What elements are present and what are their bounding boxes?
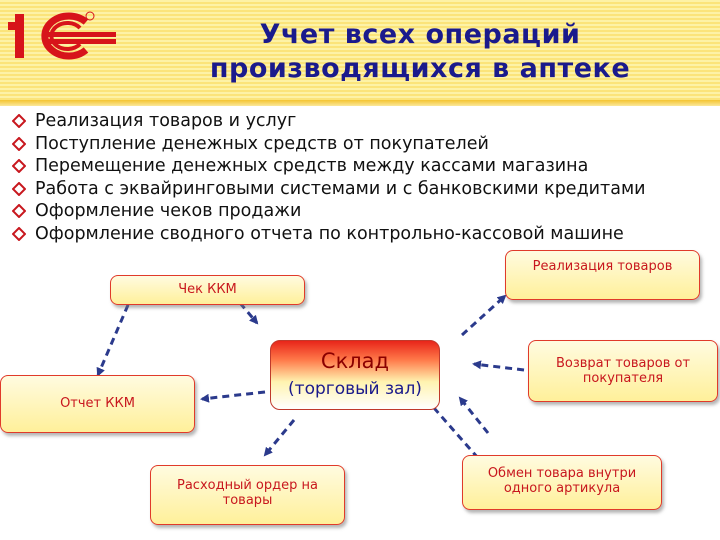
header-banner [0,0,720,100]
node-exchange-label-1: Обмен товара внутри [487,466,637,481]
list-item: Реализация товаров и услуг [12,110,646,133]
node-warehouse-subtitle: (торговый зал) [288,379,422,399]
arrow-center-to-sales [460,294,507,337]
list-item: Поступление денежных средств от покупате… [12,133,646,156]
arrow-center-to-report [200,390,266,403]
diamond-bullet-icon [12,114,26,129]
node-expense-label-2: товары [222,493,273,508]
arrow-exchange-to-return [458,396,490,434]
list-item-text: Перемещение денежных средств между касса… [35,156,589,177]
arrow-receipt-to-report [96,296,135,377]
list-item-text: Реализация товаров и услуг [35,111,297,132]
node-report-label: Отчет ККМ [60,396,135,411]
diamond-bullet-icon [12,181,26,196]
diamond-bullet-icon [12,159,26,174]
node-warehouse: Склад (торговый зал) [270,340,440,410]
node-warehouse-title: Склад [320,349,390,373]
list-item: Перемещение денежных средств между касса… [12,155,646,178]
node-exchange-label-2: одного артикула [503,481,621,496]
arrow-exchange-to-center [425,398,487,467]
node-sales-label: Реализация товаров [532,259,673,274]
operations-list: Реализация товаров и услуг Поступление д… [12,110,646,245]
list-item-text: Оформление чеков продажи [35,201,302,222]
node-report: Отчет ККМ [0,375,195,433]
node-sales: Реализация товаров [505,250,700,300]
1c-logo [8,11,116,60]
title-line-2: производящихся в аптеке [209,53,631,84]
diamond-bullet-icon [12,226,26,241]
arrow-return-to-center [472,360,525,372]
list-item-text: Поступление денежных средств от покупате… [35,133,489,154]
diamond-bullet-icon [12,136,26,151]
list-item-text: Работа с эквайринговыми системами и с ба… [35,178,646,199]
node-return-label-2: покупателя [582,371,664,386]
list-item-text: Оформление сводного отчета по контрольно… [35,223,624,244]
node-return: Возврат товаров от покупателя [528,340,718,402]
page-title: Учет всех операций производящихся в апте… [150,18,690,86]
list-item: Оформление сводного отчета по контрольно… [12,223,646,246]
list-item: Оформление чеков продажи [12,200,646,223]
arrow-center-to-expense [263,419,296,457]
node-expense-label-1: Расходный ордер на [177,478,318,493]
node-expense-order: Расходный ордер на товары [150,465,345,525]
list-item: Работа с эквайринговыми системами и с ба… [12,178,646,201]
title-line-1: Учет всех операций [259,19,581,50]
diamond-bullet-icon [12,204,26,219]
node-return-label-1: Возврат товаров от [555,356,691,371]
arrow-receipt-to-center [238,302,259,325]
header-divider [0,100,720,106]
node-receipt-label: Чек ККМ [178,282,237,297]
node-receipt: Чек ККМ [110,275,305,305]
node-exchange: Обмен товара внутри одного артикула [462,455,662,510]
